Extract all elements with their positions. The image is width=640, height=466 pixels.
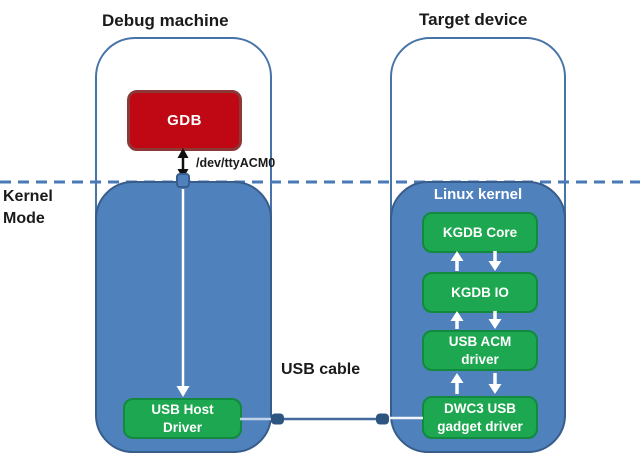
dwc3-usb-gadget-driver-box: DWC3 USB gadget driver [422,396,538,439]
usb-acm-driver-box: USB ACM driver [422,330,538,371]
linux-kernel-label: Linux kernel [433,186,523,203]
kernel-mode-label: Kernel Mode [3,188,53,227]
usb-host-driver-box: USB Host Driver [123,398,242,439]
kgdb-core-box: KGDB Core [422,212,538,253]
serial-port-label: /dev/ttyACM0 [196,156,276,170]
target-device-title: Target device [419,10,528,29]
kgdb-io-box: KGDB IO [422,272,538,313]
usb-cable-label: USB cable [281,361,361,378]
gdb-label: GDB [167,112,202,129]
debug-machine-title: Debug machine [102,11,229,30]
gdb-box: GDB [127,90,242,151]
